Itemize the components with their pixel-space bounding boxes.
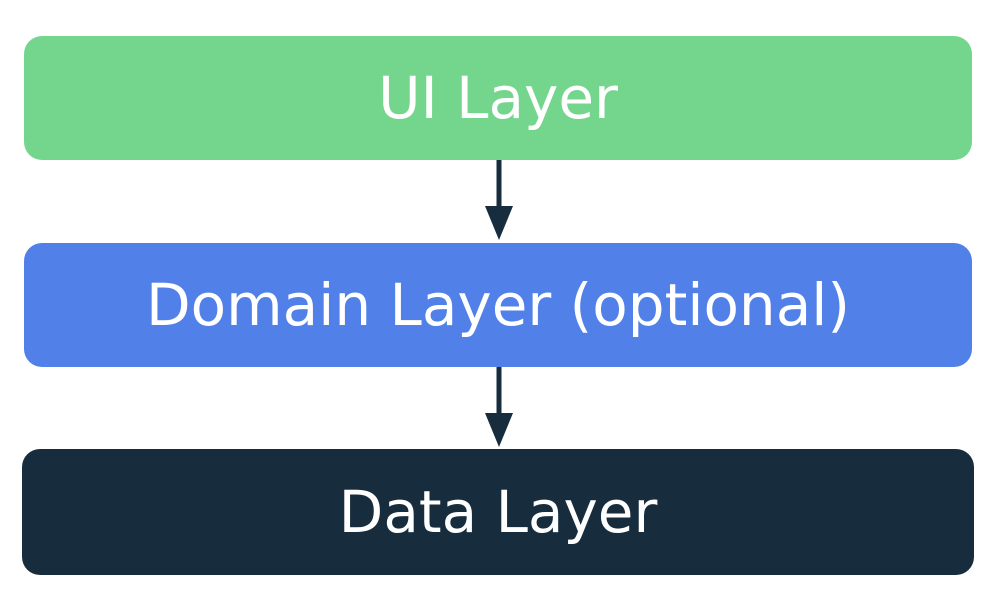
data-layer-box: Data Layer [22, 449, 974, 575]
domain-layer-box: Domain Layer (optional) [24, 243, 972, 367]
arrow-down-icon [485, 160, 513, 240]
arrow-2-head [485, 413, 513, 447]
data-layer-label: Data Layer [338, 478, 658, 546]
domain-layer-label: Domain Layer (optional) [146, 271, 850, 339]
ui-layer-box: UI Layer [24, 36, 972, 160]
ui-layer-label: UI Layer [378, 64, 618, 132]
arrow-1-head [485, 206, 513, 240]
arrow-down-icon [485, 367, 513, 447]
